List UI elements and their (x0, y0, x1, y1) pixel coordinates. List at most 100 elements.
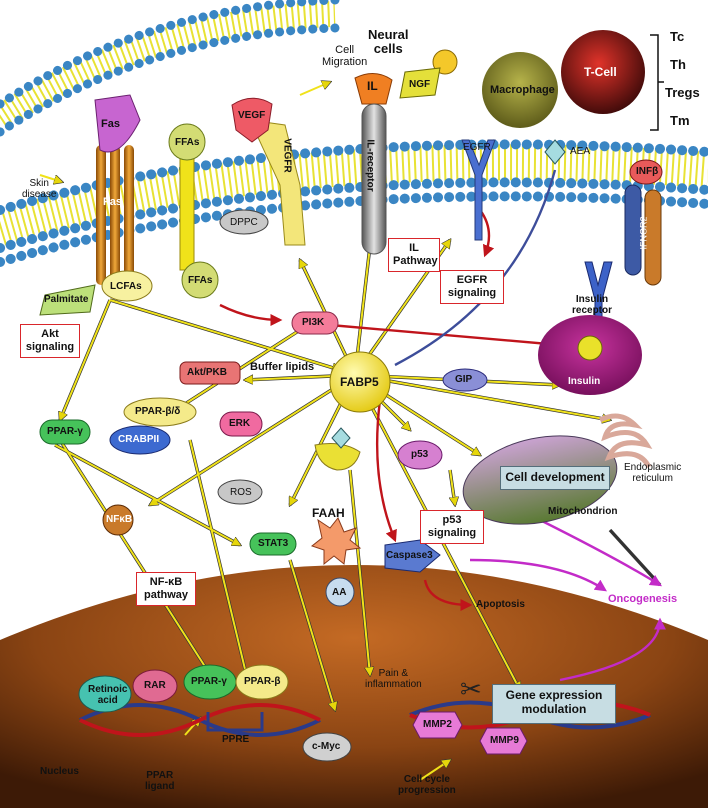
arrow (189, 439, 250, 690)
er-label: Endoplasmic reticulum (624, 462, 682, 484)
skin-disease-label: Skin disease (22, 178, 57, 200)
dppc (219, 209, 269, 235)
buffer-lipids-label: Buffer lipids (250, 361, 315, 373)
tregs-label: Tregs (665, 85, 700, 100)
stat3 (249, 532, 297, 556)
mmp2-label: MMP2 (423, 719, 452, 730)
cell-migration-label: Cell Migration (322, 44, 368, 69)
akt-pkb-label: Akt/PKB (187, 367, 228, 378)
caspase3 (384, 539, 441, 573)
stat3-label: STAT3 (258, 538, 289, 549)
arrow (150, 374, 356, 505)
scissors-icon: ✂ (460, 675, 482, 705)
arrow (59, 439, 220, 690)
ppar-ligand-label: PPAR ligand (145, 770, 175, 792)
c-myc (302, 732, 352, 762)
cell-development-box: Cell development (500, 466, 610, 490)
nuc-ppar-beta (235, 664, 289, 700)
faah (310, 517, 362, 566)
fas-mid-label: Fas (103, 196, 122, 208)
dppc-label: DPPC (230, 217, 258, 228)
rar (132, 669, 178, 703)
arrow (54, 444, 240, 545)
fas-ligand (94, 94, 141, 153)
arrow (109, 299, 340, 370)
th-label: Th (670, 57, 686, 72)
egfr-signaling-box: EGFR signaling (440, 270, 504, 304)
faah-label: FAAH (312, 506, 345, 520)
ppre-label: PPRE (222, 734, 250, 745)
il-pathway-box: IL Pathway (388, 238, 440, 272)
arrow (375, 399, 397, 543)
nfkb-label: NFκB (106, 514, 133, 525)
t-cell-label: T-Cell (584, 65, 617, 79)
vegfr (249, 119, 306, 246)
ifngr1-label: IFNGR1 (615, 210, 626, 244)
gip (442, 368, 488, 392)
neural-cells-label: Neural cells (368, 27, 409, 57)
insulin-granules (577, 335, 603, 361)
gip-label: GIP (455, 374, 473, 385)
faah-cup (314, 443, 361, 471)
gene-expression-box: Gene expression modulation (492, 684, 616, 724)
ppar-beta-delta-label: PPAR-β/δ (135, 406, 181, 417)
ros (217, 479, 263, 505)
endoplasmic-reticulum (598, 413, 653, 469)
ppar-gamma (39, 419, 91, 445)
arrow (354, 374, 610, 420)
ppre-bracket (206, 712, 264, 732)
aa-label: AA (332, 587, 347, 598)
rar-label: RAR (144, 680, 166, 691)
erk (219, 411, 263, 437)
fabp5-label: FABP5 (340, 375, 379, 389)
mmp9-label: MMP9 (490, 735, 519, 746)
aea-diamond (544, 139, 566, 165)
arrow (60, 299, 111, 420)
il-receptor (361, 103, 387, 255)
arrow (450, 469, 455, 505)
ffas-top (168, 123, 206, 161)
ngf (399, 67, 441, 99)
insulin-label: Insulin (568, 376, 601, 387)
arrow (349, 469, 370, 675)
fabp5 (329, 351, 391, 413)
fas-top-label: Fas (101, 118, 120, 130)
nucleus-label: Nucleus (40, 766, 79, 777)
retinoic-acid (78, 675, 132, 713)
aea-label: AEA (570, 146, 591, 157)
p53-label: p53 (411, 449, 429, 460)
erk-label: ERK (229, 418, 251, 429)
ros-label: ROS (230, 487, 252, 498)
ppar-beta-delta (123, 397, 197, 427)
lcfas (101, 270, 153, 302)
mmp2 (412, 711, 463, 739)
insulin-receptor-label: Insulin receptor (572, 294, 613, 316)
p53 (397, 440, 443, 470)
t-cell (561, 30, 645, 114)
egfr (461, 139, 496, 241)
c-myc-label: c-Myc (312, 741, 341, 752)
akt-pkb (179, 361, 241, 385)
nuc-ppar-beta-label: PPAR-β (244, 676, 281, 687)
macrophage-label: Macrophage (490, 84, 555, 96)
dna-strand-left-2 (79, 703, 321, 737)
ppar-gamma-label: PPAR-γ (47, 426, 83, 437)
aa (325, 577, 355, 607)
inf-beta (629, 159, 663, 185)
arrow (423, 579, 473, 611)
arrow (219, 303, 283, 326)
palmitate-label: Palmitate (44, 294, 89, 305)
aea-small-diamond (331, 427, 351, 449)
arrow (299, 82, 330, 96)
ifngr1 (624, 184, 642, 276)
mmp9 (479, 727, 528, 755)
apoptosis-label: Apoptosis (476, 599, 525, 610)
pi3k-label: PI3K (302, 317, 325, 328)
ffas-bottom-label: FFAs (188, 275, 213, 286)
palmitate (39, 284, 96, 316)
arrow (469, 558, 607, 592)
crabpii (109, 425, 171, 455)
p53-signaling-box: p53 signaling (420, 510, 484, 544)
vegfr-label: VEGFR (281, 138, 293, 173)
mitochondrion-label: Mitochondrion (548, 506, 618, 517)
